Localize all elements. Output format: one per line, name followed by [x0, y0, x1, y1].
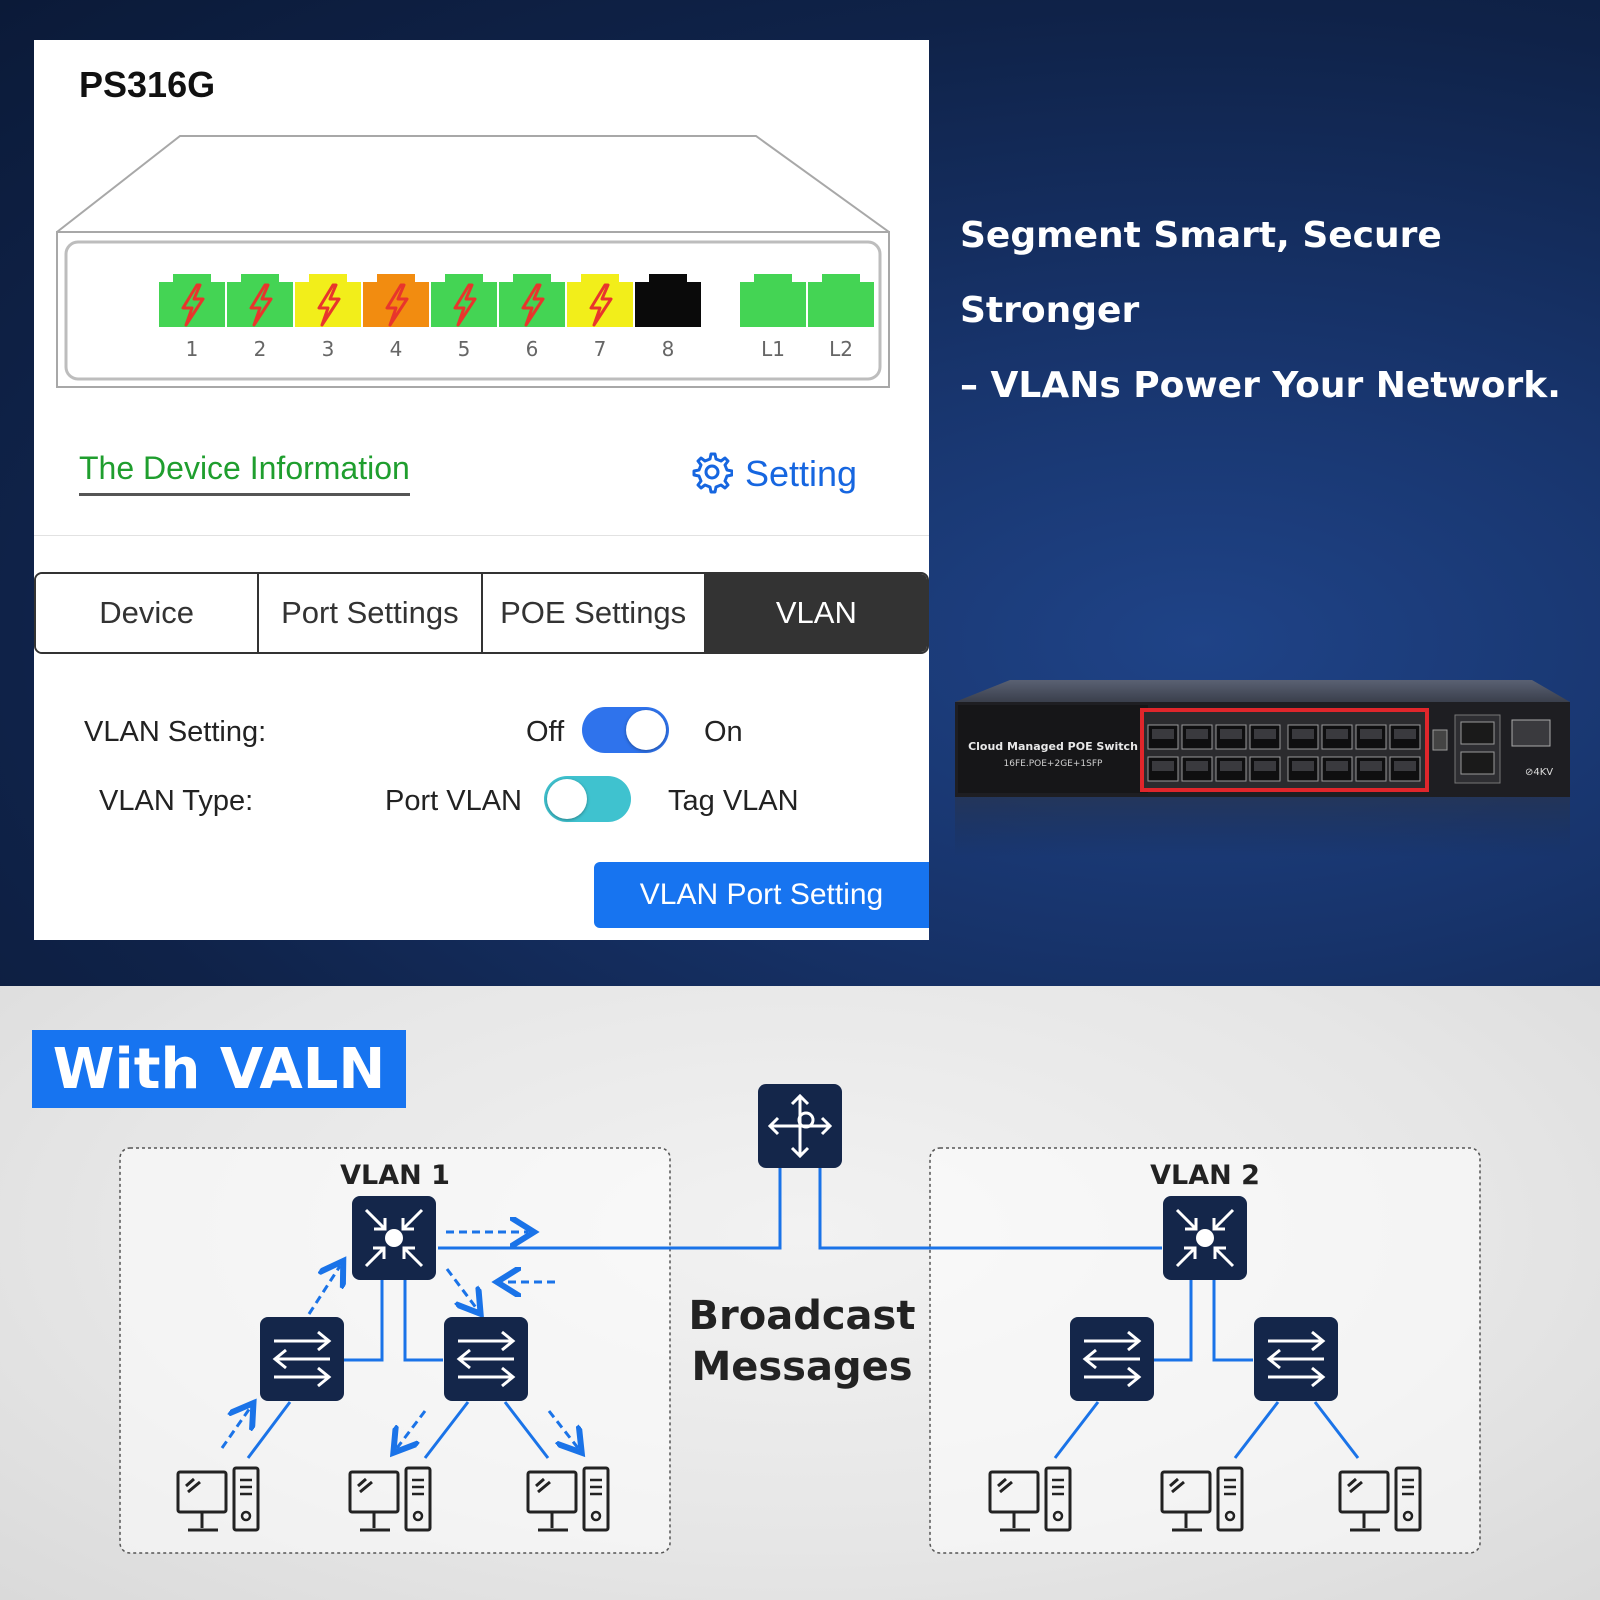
rj45-port-contacts	[1186, 729, 1208, 739]
port-label: 2	[254, 337, 267, 361]
vlan1-switch-right-icon	[444, 1317, 528, 1401]
port-label: 8	[662, 337, 675, 361]
port-l1[interactable]: L1	[740, 274, 806, 361]
rj45-port-contacts	[1394, 729, 1416, 739]
port-label: L1	[761, 337, 785, 361]
tab-port-settings[interactable]: Port Settings	[259, 574, 483, 652]
port-label: 7	[594, 337, 607, 361]
surge-rating: ⊘4KV	[1525, 767, 1553, 778]
port-label: L2	[829, 337, 853, 361]
poe-lightning-icon	[521, 283, 545, 327]
with-vlan-banner: With VALN	[32, 1030, 406, 1108]
poe-lightning-icon	[589, 283, 613, 327]
rj45-port-contacts	[1326, 729, 1348, 739]
gear-icon	[689, 450, 734, 498]
setting-button[interactable]: Setting	[689, 450, 857, 498]
poe-lightning-icon	[453, 283, 477, 327]
poe-lightning-icon	[181, 283, 205, 327]
tag-vlan-label: Tag VLAN	[668, 785, 799, 817]
poe-lightning-icon	[249, 283, 273, 327]
rj45-port-contacts	[1152, 761, 1174, 771]
vlan1-title: VLAN 1	[340, 1160, 450, 1191]
rj45-port-contacts	[1152, 729, 1174, 739]
port-label: 4	[390, 337, 403, 361]
toggle-knob	[626, 710, 666, 750]
rj45-port-contacts	[1360, 761, 1382, 771]
port-1[interactable]: 1	[159, 274, 225, 361]
tab-poe-settings[interactable]: POE Settings	[482, 574, 706, 652]
rj45-port-contacts	[1254, 761, 1276, 771]
rj45-port-contacts	[1326, 761, 1348, 771]
vlan-type-toggle[interactable]	[544, 776, 631, 822]
port-label: 1	[186, 337, 199, 361]
vlan-setting-label: VLAN Setting:	[84, 716, 267, 748]
computer-icon	[176, 1466, 260, 1532]
vlan-type-label: VLAN Type:	[99, 785, 254, 817]
rj45-port-contacts	[1186, 761, 1208, 771]
vlan-port-setting-button[interactable]: VLAN Port Setting	[594, 862, 929, 928]
port-label: 3	[322, 337, 335, 361]
vlan2-title: VLAN 2	[1150, 1160, 1260, 1191]
vlan1-router-icon	[352, 1196, 436, 1280]
vlan2-switch-right-icon	[1254, 1317, 1338, 1401]
vlan2-switch-left-icon	[1070, 1317, 1154, 1401]
vlan2-router-icon	[1163, 1196, 1247, 1280]
rj45-port-contacts	[1292, 729, 1314, 739]
rj45-port-contacts	[1220, 729, 1242, 739]
port-5[interactable]: 5	[431, 274, 497, 361]
broadcast-label-line1: Broadcast	[689, 1293, 916, 1339]
rj45-port-contacts	[1220, 761, 1242, 771]
port-l2[interactable]: L2	[808, 274, 874, 361]
port-3[interactable]: 3	[295, 274, 361, 361]
product-label: Cloud Managed POE Switch	[968, 740, 1138, 753]
device-information-link[interactable]: The Device Information	[79, 450, 410, 496]
tab-device[interactable]: Device	[36, 574, 260, 652]
port-4[interactable]: 4	[363, 274, 429, 361]
computer-icon	[1338, 1466, 1422, 1532]
switch-port-diagram: 1 2 3 4 5 6 7 8 L1 L2	[56, 135, 890, 388]
computer-icon	[526, 1466, 610, 1532]
section-divider	[34, 535, 929, 536]
poe-lightning-icon	[385, 283, 409, 327]
computer-icon	[988, 1466, 1072, 1532]
port-7[interactable]: 7	[567, 274, 633, 361]
vlan-setting-on-label: On	[704, 716, 743, 748]
rj45-port-contacts	[1292, 761, 1314, 771]
vlan-setting-off-label: Off	[526, 716, 565, 748]
vlan-network-diagram: VLAN 1 VLAN 2 Broadcast Messages	[119, 1084, 1481, 1554]
headline-line-2: – VLANs Power Your Network.	[960, 365, 1561, 406]
vlan-setting-toggle[interactable]	[582, 707, 669, 753]
core-switch-icon	[758, 1084, 842, 1168]
tab-bar: Device Port Settings POE Settings VLAN	[34, 572, 929, 654]
vlan1-switch-left-icon	[260, 1317, 344, 1401]
product-spec: 16FE.POE+2GE+1SFP	[1004, 759, 1103, 769]
tab-vlan[interactable]: VLAN	[705, 574, 927, 652]
port-2[interactable]: 2	[227, 274, 293, 361]
app-screenshot-panel: PS316G 1 2 3 4 5 6 7 8 L1 L2 The Device Informati…	[34, 40, 929, 940]
rj45-port-contacts	[1254, 729, 1276, 739]
computer-icon	[348, 1466, 432, 1532]
computer-icon	[1160, 1466, 1244, 1532]
poe-lightning-icon	[317, 283, 341, 327]
setting-label: Setting	[745, 453, 858, 494]
toggle-knob	[547, 779, 587, 819]
headline-line-1: Segment Smart, Secure Stronger	[960, 215, 1442, 331]
device-model-title: PS316G	[79, 64, 216, 105]
port-vlan-label: Port VLAN	[385, 785, 522, 817]
port-label: 6	[526, 337, 539, 361]
rj45-port-contacts	[1360, 729, 1382, 739]
product-photo-switch: Cloud Managed POE Switch 16FE.POE+2GE+1S…	[955, 680, 1570, 857]
broadcast-label-line2: Messages	[691, 1344, 912, 1390]
rj45-port-contacts	[1394, 761, 1416, 771]
headline: Segment Smart, Secure Stronger – VLANs P…	[960, 198, 1590, 423]
port-8[interactable]: 8	[635, 274, 701, 361]
port-label: 5	[458, 337, 471, 361]
port-6[interactable]: 6	[499, 274, 565, 361]
